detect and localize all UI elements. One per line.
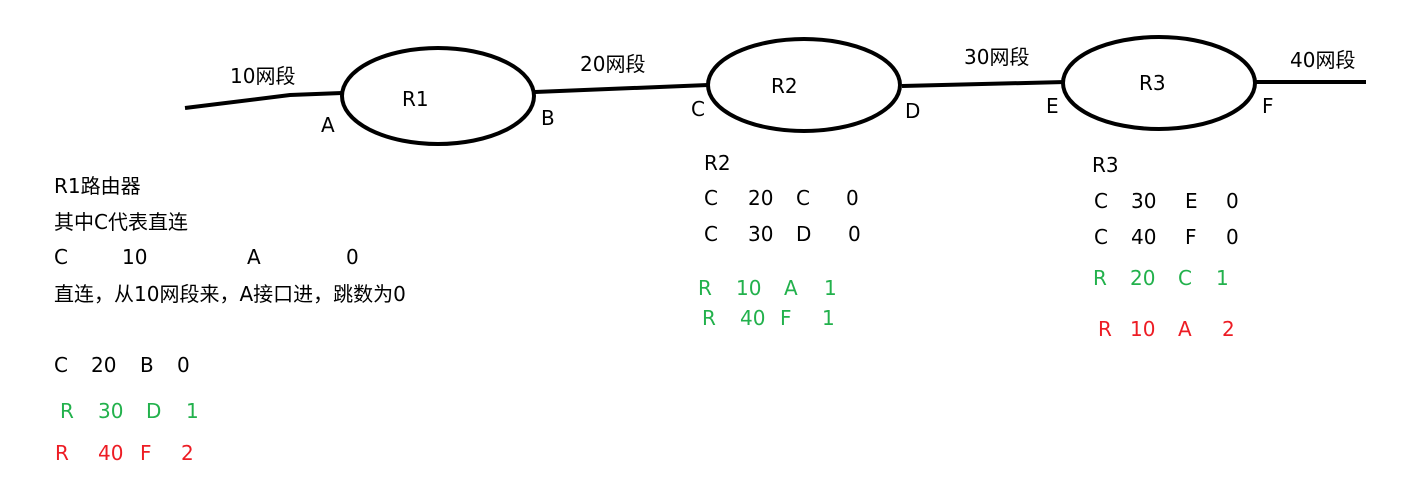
- r3-row-1-type: C: [1094, 189, 1108, 213]
- interface-b-label: B: [541, 106, 555, 130]
- r3-table-title: R3: [1092, 153, 1119, 177]
- r1-row-1-hops: 0: [346, 245, 359, 269]
- r2-row-1-net: 20: [748, 186, 774, 210]
- r2-row-1-type: C: [704, 186, 718, 210]
- r2-row-3-iface: A: [784, 276, 798, 300]
- router-r2-label: R2: [771, 74, 798, 98]
- r3-row-3-iface: C: [1178, 266, 1192, 290]
- r3-row-3-hops: 1: [1216, 266, 1229, 290]
- r2-row-4-type: R: [702, 306, 716, 330]
- r2-table-title: R2: [704, 151, 731, 175]
- r2-row-2-type: C: [704, 222, 718, 246]
- r1-row-3-type: R: [60, 399, 74, 423]
- r1-row-1-iface: A: [247, 245, 261, 269]
- router-r1-label: R1: [402, 87, 429, 111]
- interface-c-label: C: [691, 97, 705, 121]
- r1-table-title: R1路由器: [54, 174, 141, 198]
- r3-row-2-iface: F: [1185, 225, 1197, 249]
- r2-row-3-net: 10: [736, 276, 762, 300]
- r1-row-1-net: 10: [122, 245, 148, 269]
- segment-10-link: [184, 91, 343, 110]
- segment-label-40: 40网段: [1290, 48, 1356, 72]
- r1-row-2-iface: B: [140, 353, 154, 377]
- r1-row-3-iface: D: [146, 399, 162, 423]
- r3-row-3-net: 20: [1130, 266, 1156, 290]
- r3-row-4-type: R: [1098, 317, 1112, 341]
- r1-explanation: 直连，从10网段来，A接口进，跳数为0: [54, 282, 406, 306]
- r3-row-3-type: R: [1093, 266, 1107, 290]
- segment-20-link: [534, 83, 709, 94]
- r1-row-2-net: 20: [91, 353, 117, 377]
- r2-row-4-iface: F: [780, 306, 792, 330]
- r2-row-1-iface: C: [796, 186, 810, 210]
- r3-row-4-net: 10: [1130, 317, 1156, 341]
- r1-row-2-type: C: [54, 353, 68, 377]
- interface-d-label: D: [905, 99, 921, 123]
- router-r1-shape: [340, 46, 536, 146]
- segment-label-20: 20网段: [580, 52, 646, 76]
- r1-row-4-iface: F: [140, 441, 152, 465]
- segment-label-30: 30网段: [964, 45, 1030, 69]
- r2-row-2-iface: D: [796, 222, 812, 246]
- router-r2-shape: [706, 37, 902, 133]
- segment-label-10: 10网段: [230, 64, 296, 88]
- r1-row-4-hops: 2: [181, 441, 194, 465]
- r3-row-2-type: C: [1094, 225, 1108, 249]
- r1-row-3-net: 30: [98, 399, 124, 423]
- r1-row-3-hops: 1: [186, 399, 199, 423]
- interface-e-label: E: [1046, 94, 1059, 118]
- r3-row-4-hops: 2: [1222, 317, 1235, 341]
- router-r3-shape: [1061, 35, 1257, 131]
- r3-row-2-hops: 0: [1226, 225, 1239, 249]
- interface-a-label: A: [321, 113, 335, 137]
- r2-row-2-hops: 0: [848, 222, 861, 246]
- r3-row-1-hops: 0: [1226, 189, 1239, 213]
- r3-row-1-net: 30: [1131, 189, 1157, 213]
- r2-row-3-type: R: [698, 276, 712, 300]
- interface-f-label: F: [1262, 94, 1274, 118]
- r1-row-4-type: R: [55, 441, 69, 465]
- r2-row-1-hops: 0: [846, 186, 859, 210]
- r1-table-note: 其中C代表直连: [54, 210, 188, 234]
- r1-row-4-net: 40: [98, 441, 124, 465]
- r2-row-4-net: 40: [740, 306, 766, 330]
- r2-row-3-hops: 1: [824, 276, 837, 300]
- r2-row-2-net: 30: [748, 222, 774, 246]
- r2-row-4-hops: 1: [822, 306, 835, 330]
- r1-row-2-hops: 0: [177, 353, 190, 377]
- r3-row-2-net: 40: [1131, 225, 1157, 249]
- r1-row-1-type: C: [54, 245, 68, 269]
- r3-row-1-iface: E: [1185, 189, 1198, 213]
- router-r3-label: R3: [1139, 71, 1166, 95]
- r3-row-4-iface: A: [1178, 317, 1192, 341]
- segment-30-link: [901, 80, 1066, 88]
